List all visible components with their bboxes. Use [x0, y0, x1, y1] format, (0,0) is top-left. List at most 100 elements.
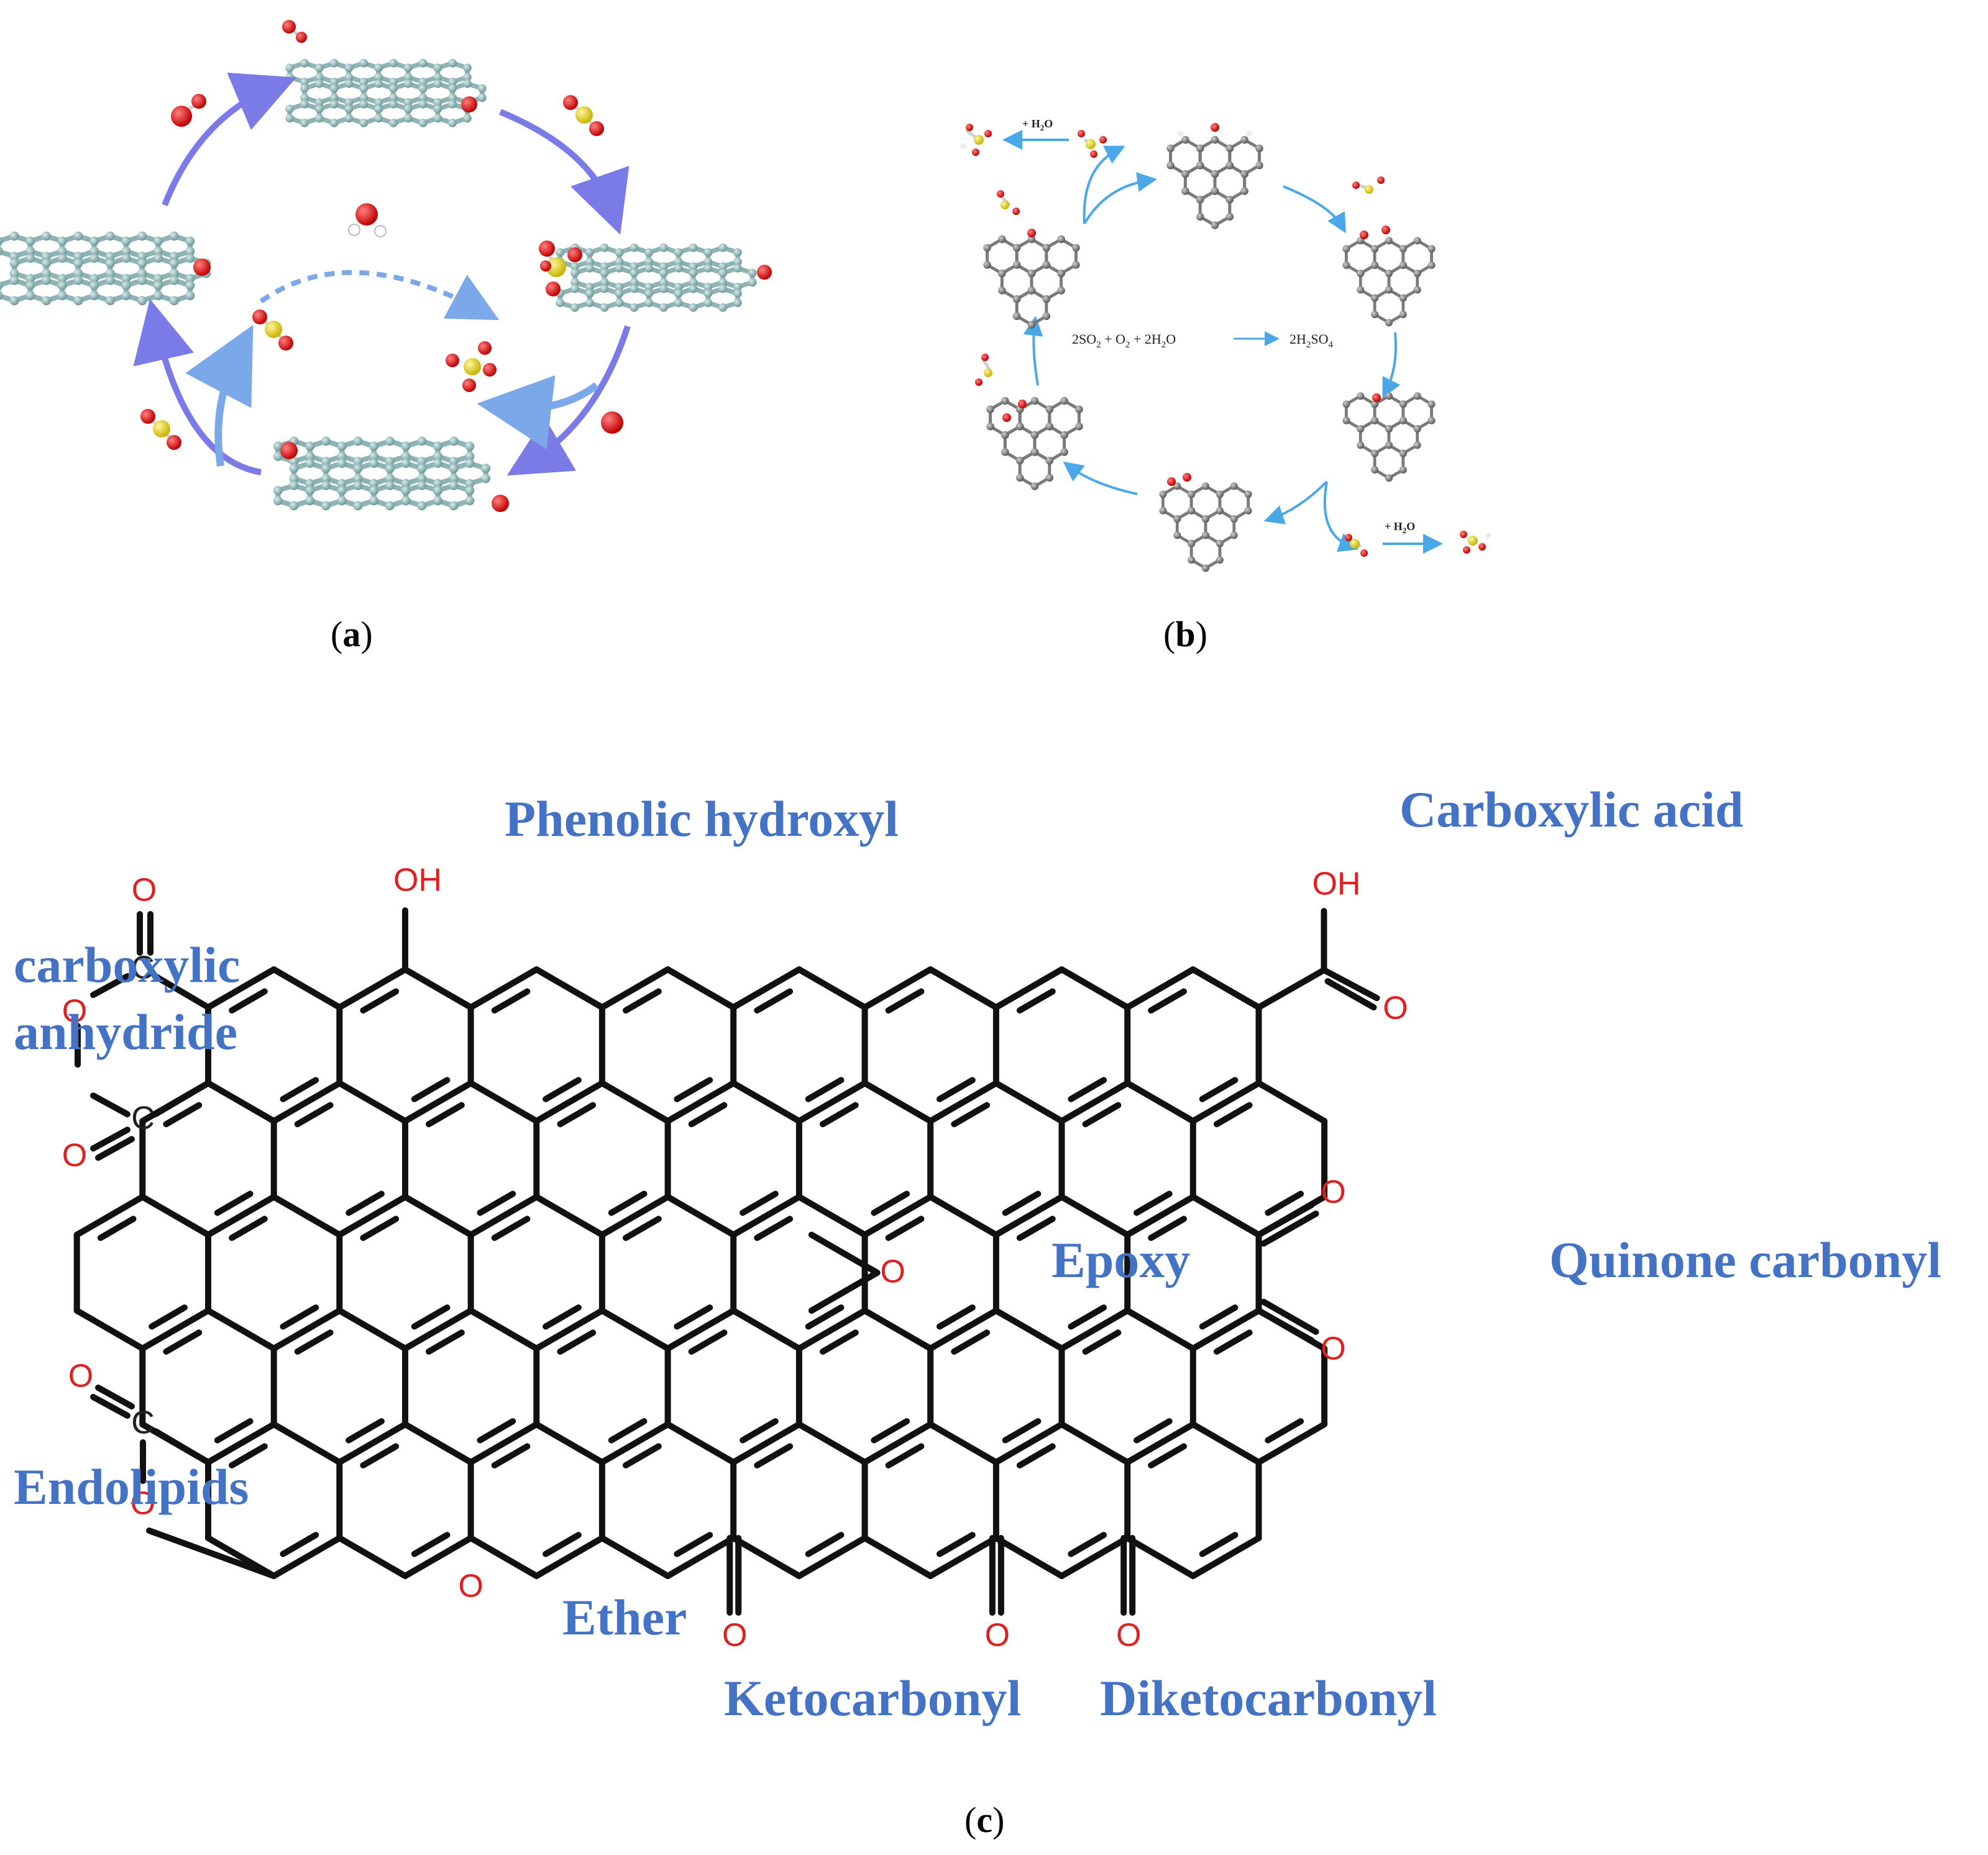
- carbon-atom: [1202, 482, 1209, 490]
- carbon-atom: [418, 93, 428, 103]
- carbon-atom: [369, 485, 379, 495]
- carbon-atom: [42, 259, 51, 268]
- carbon-atom: [137, 268, 147, 278]
- atom-ball: [349, 224, 360, 236]
- bond: [1058, 1080, 1131, 1124]
- carbon-atom: [401, 459, 411, 468]
- carbon-atom: [1413, 425, 1421, 433]
- panel-b-cycle-arrows: [1002, 130, 1443, 554]
- carbon-atom: [73, 268, 83, 278]
- bond: [1058, 1194, 1131, 1238]
- carbon-atom: [73, 231, 83, 241]
- carbon-atom: [57, 246, 67, 256]
- caption-c: (c): [964, 1800, 1004, 1840]
- carbon-atom: [185, 291, 195, 301]
- carbon-atom: [153, 273, 163, 283]
- bond: [402, 1194, 474, 1238]
- carbon-atom: [300, 93, 309, 103]
- atom-ball: [984, 369, 992, 377]
- double-bond: [426, 1102, 465, 1127]
- bond: [664, 1308, 737, 1352]
- bond: [992, 1308, 1065, 1352]
- carbon-atom: [374, 98, 383, 107]
- carbon-atom: [25, 273, 35, 283]
- atom-ball: [446, 354, 459, 367]
- double-bond: [1199, 1532, 1239, 1557]
- carbon-atom: [1357, 425, 1365, 433]
- double-bond: [477, 1418, 516, 1444]
- carbon-atom: [314, 98, 324, 107]
- carbon-atom: [1060, 448, 1068, 456]
- carbon-atom: [1399, 261, 1407, 269]
- carbon-atom: [1027, 321, 1036, 329]
- carbon-atom: [1399, 311, 1407, 318]
- atom-ball: [1352, 181, 1360, 189]
- carbon-atom: [321, 464, 331, 474]
- carbon-atom: [1225, 196, 1234, 204]
- bond: [795, 1308, 868, 1352]
- quinone-bond2: [1260, 1211, 1319, 1247]
- carbon-atom: [703, 283, 713, 291]
- sheet-bottom: [273, 436, 491, 511]
- carbon-atom: [448, 119, 457, 127]
- carbon-atom: [1385, 425, 1393, 433]
- carbon-atom: [1399, 449, 1407, 457]
- carbon-atom: [329, 99, 339, 109]
- bond: [730, 1308, 802, 1352]
- atom-ball: [193, 259, 211, 276]
- bond: [795, 966, 868, 1010]
- caption-a: (a): [331, 614, 373, 654]
- bond: [1058, 1308, 1131, 1352]
- double-bond: [214, 1418, 254, 1444]
- atom-label: O: [132, 873, 157, 909]
- carbon-atom: [385, 457, 395, 467]
- atom-ball: [167, 435, 181, 450]
- carbon-atom: [674, 248, 683, 257]
- carbon-atom: [137, 252, 147, 262]
- carbon-atom: [369, 496, 379, 506]
- carbon-atom: [285, 114, 295, 123]
- double-bond: [740, 1418, 779, 1444]
- carbon-atom: [748, 268, 757, 278]
- carbon-atom: [121, 236, 131, 246]
- carbon-ring: [1198, 189, 1232, 227]
- bond: [467, 1194, 540, 1238]
- atom-ball: [296, 32, 307, 43]
- carbon-atom: [659, 262, 668, 271]
- carbon-atom: [449, 457, 459, 467]
- atom-ball: [539, 240, 555, 257]
- atom-ball: [1178, 131, 1184, 137]
- lactone-co2: [95, 1385, 135, 1409]
- carbon-atom: [305, 451, 315, 461]
- atom-ball: [1001, 201, 1009, 209]
- bond: [1189, 1080, 1262, 1124]
- sheet-top: [285, 58, 487, 127]
- carbon-atom: [615, 298, 624, 308]
- panel-b-water-label-bottom: + H2O: [1385, 520, 1415, 535]
- carbon-atom: [344, 73, 354, 82]
- carbon-atom: [329, 78, 339, 86]
- carbon-atom: [449, 480, 459, 490]
- carbon-atom: [385, 474, 395, 483]
- double-bond: [280, 1077, 319, 1102]
- carbon-atom: [644, 248, 653, 257]
- carbon-atom: [630, 243, 639, 252]
- hydrogen-outline: [374, 225, 387, 237]
- carbon-atom: [374, 114, 383, 123]
- atom-label: C: [131, 1101, 155, 1137]
- anhydride-co4: [95, 1136, 135, 1161]
- carbon-atom: [300, 84, 309, 93]
- carbon-atom: [1202, 515, 1209, 523]
- bond: [336, 1535, 408, 1579]
- panel-a-reaction-cycle: [0, 20, 772, 512]
- carbon-atom: [718, 243, 728, 252]
- hydrogen-outline: [348, 224, 360, 236]
- atom-ball: [601, 411, 623, 434]
- carbon-atom: [1413, 441, 1421, 449]
- carbon-atom: [417, 480, 427, 490]
- carbon-atom: [481, 474, 491, 483]
- carbon-atom: [998, 235, 1006, 244]
- carbon-atom: [417, 457, 427, 467]
- carbon-atom: [1427, 261, 1436, 269]
